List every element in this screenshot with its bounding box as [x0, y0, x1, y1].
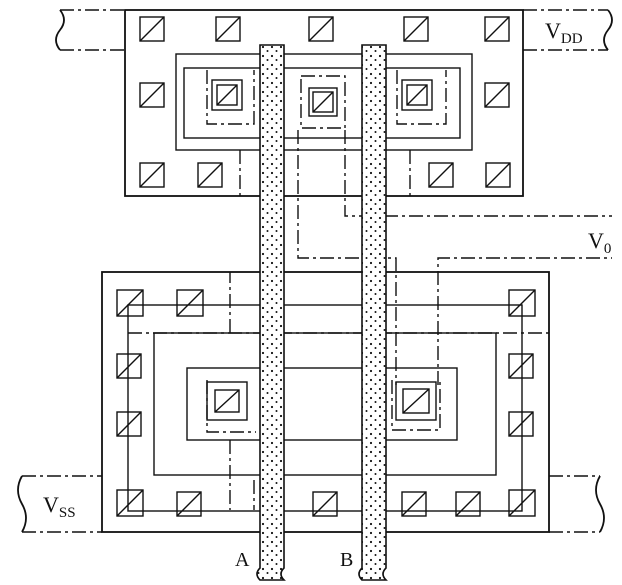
contact-icon	[508, 411, 534, 437]
contact-icon	[308, 87, 338, 117]
contact-icon	[139, 82, 165, 108]
p-diffusion-outer	[175, 53, 473, 151]
contact-icon	[139, 162, 165, 188]
contact-icon	[484, 16, 510, 42]
vss-label: VSS	[43, 492, 76, 521]
poly-gate-a	[256, 44, 286, 581]
contact-icon	[308, 16, 334, 42]
input-b-label: B	[340, 549, 353, 571]
contact-icon	[197, 162, 223, 188]
contact-icon	[116, 411, 142, 437]
contact-icon	[508, 289, 536, 317]
contact-icon	[484, 82, 510, 108]
contact-icon	[485, 162, 511, 188]
contact-icon	[403, 16, 429, 42]
nmos-contacts	[206, 381, 437, 421]
pmos-region	[124, 9, 612, 385]
contact-icon	[116, 289, 144, 317]
vdd-contacts	[139, 16, 511, 188]
contact-icon	[139, 16, 165, 42]
p-diffusion-inner	[183, 67, 461, 139]
contact-icon	[401, 79, 433, 111]
contact-icon	[395, 381, 437, 421]
guard-ring	[127, 304, 523, 512]
contact-icon	[176, 491, 202, 517]
vss-contacts	[116, 289, 536, 517]
poly-gate-b	[358, 44, 388, 581]
v0-label: V0	[588, 228, 611, 257]
contact-icon	[312, 491, 338, 517]
contact-icon	[508, 353, 534, 379]
n-well	[124, 9, 524, 197]
vdd-rail	[55, 9, 613, 51]
nmos-region	[101, 271, 550, 533]
vss-rail	[17, 475, 605, 533]
contact-icon	[116, 353, 142, 379]
contact-icon	[215, 16, 241, 42]
input-a-label: A	[235, 549, 250, 571]
contact-icon	[116, 489, 144, 517]
contact-icon	[206, 381, 248, 421]
n-diffusion-outer	[153, 332, 497, 476]
contact-icon	[176, 289, 204, 317]
contact-icon	[428, 162, 454, 188]
contact-icon	[455, 491, 481, 517]
contact-icon	[401, 491, 427, 517]
vdd-label: VDD	[545, 18, 583, 47]
contact-icon	[508, 489, 536, 517]
contact-icon	[211, 79, 243, 111]
p-well	[101, 271, 550, 533]
pmos-contacts	[211, 79, 433, 117]
output-line	[437, 257, 612, 385]
n-diffusion-inner	[186, 367, 458, 441]
